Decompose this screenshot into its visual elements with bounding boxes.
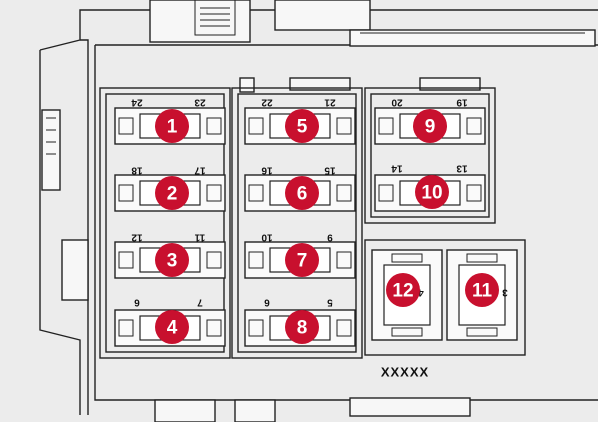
pin-number-label: 6 xyxy=(264,297,270,308)
housing-outline xyxy=(39,0,598,422)
fuse-number: 8 xyxy=(297,318,308,339)
fuse-holder xyxy=(371,249,443,341)
fuse-block-middle xyxy=(231,87,363,359)
pin-number-label: 3 xyxy=(502,287,508,298)
fuse-number: 5 xyxy=(297,117,308,138)
pin-number-label: 15 xyxy=(324,165,336,176)
fuse-number: 9 xyxy=(425,117,436,138)
fuse-number: 10 xyxy=(421,183,442,204)
pin-number-label: 22 xyxy=(261,97,273,108)
pin-number-label: 14 xyxy=(391,163,403,174)
fuse-badge-2: 2 xyxy=(155,176,189,210)
fuse-number: 4 xyxy=(167,318,178,339)
pin-number-label: 10 xyxy=(261,232,273,243)
fuse-number: 7 xyxy=(297,251,308,272)
fuse-badge-1: 1 xyxy=(155,109,189,143)
fuse-badge-4: 4 xyxy=(155,310,189,344)
fuse-badge-7: 7 xyxy=(285,243,319,277)
fuse-number: 6 xyxy=(297,184,308,205)
pin-number-label: 11 xyxy=(194,232,205,243)
fuse-number: 1 xyxy=(167,117,178,138)
fuse-badge-5: 5 xyxy=(285,109,319,143)
pin-number-label: 5 xyxy=(327,297,333,308)
pin-number-label: 9 xyxy=(327,232,333,243)
pin-number-label: 13 xyxy=(456,163,468,174)
fuse-badge-12: 12 xyxy=(386,273,420,307)
pin-number-label: 19 xyxy=(456,97,468,108)
fuse-block-left xyxy=(99,87,231,359)
pin-number-label: 20 xyxy=(391,97,403,108)
fuse-number: 2 xyxy=(167,184,178,205)
pin-number-label: 23 xyxy=(194,97,206,108)
pin-number-label: 16 xyxy=(261,165,273,176)
pin-number-label: 6 xyxy=(134,297,140,308)
pin-number-label: 4 xyxy=(418,287,424,298)
fuse-block-right xyxy=(364,87,526,356)
pin-number-label: 12 xyxy=(131,232,143,243)
top-tab xyxy=(274,0,371,31)
fuse-badge-8: 8 xyxy=(285,310,319,344)
pin-number-label: 21 xyxy=(324,97,336,108)
side-connector xyxy=(41,109,61,191)
fuse-badge-10: 10 xyxy=(415,175,449,209)
part-code-label: XXXXX xyxy=(381,365,429,380)
side-clip xyxy=(61,239,89,301)
fuse-badge-3: 3 xyxy=(155,243,189,277)
fuse-badge-11: 11 xyxy=(465,273,499,307)
fuse-number: 3 xyxy=(167,251,178,272)
fuse-number: 12 xyxy=(392,281,413,302)
pin-number-label: 7 xyxy=(197,297,203,308)
fuse-number: 11 xyxy=(472,281,493,302)
pin-number-label: 17 xyxy=(194,165,206,176)
pin-number-label: 24 xyxy=(131,97,143,108)
fuse-badge-6: 6 xyxy=(285,176,319,210)
fuse-badge-9: 9 xyxy=(413,109,447,143)
pin-number-label: 18 xyxy=(131,165,143,176)
